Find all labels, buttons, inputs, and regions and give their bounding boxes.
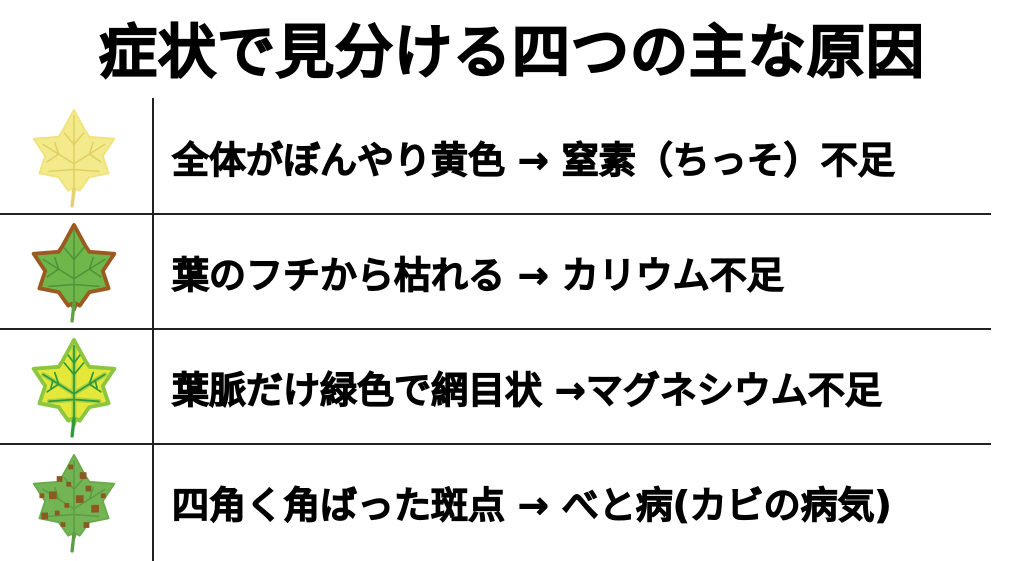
row-divider xyxy=(0,213,991,215)
symptom-row-nitrogen: 全体がぼんやり黄色 → 窒素（ちっそ）不足 xyxy=(0,100,991,214)
row-divider xyxy=(0,328,991,330)
row-divider xyxy=(0,443,991,445)
symptom-text: 全体がぼんやり黄色 → 窒素（ちっそ）不足 xyxy=(172,139,896,183)
symptom-text: 四角く角ばった斑点 → べと病(カビの病気) xyxy=(172,484,893,528)
symptom-text: 葉脈だけ緑色で網目状 →マグネシウム不足 xyxy=(172,369,883,413)
page-title: 症状で見分ける四つの主な原因 xyxy=(98,17,925,87)
yellow-leaf-icon xyxy=(32,109,116,208)
symptom-text: 葉のフチから枯れる → カリウム不足 xyxy=(172,254,785,298)
brown-edged-leaf-icon xyxy=(31,223,117,323)
spotted-leaf-icon xyxy=(32,454,116,553)
symptom-row-magnesium: 葉脈だけ緑色で網目状 →マグネシウム不足 xyxy=(0,330,991,444)
interveinal-chlorosis-leaf-icon xyxy=(31,338,117,438)
symptom-row-downy-mildew: 四角く角ばった斑点 → べと病(カビの病気) xyxy=(0,445,991,559)
symptom-row-potassium: 葉のフチから枯れる → カリウム不足 xyxy=(0,215,991,329)
